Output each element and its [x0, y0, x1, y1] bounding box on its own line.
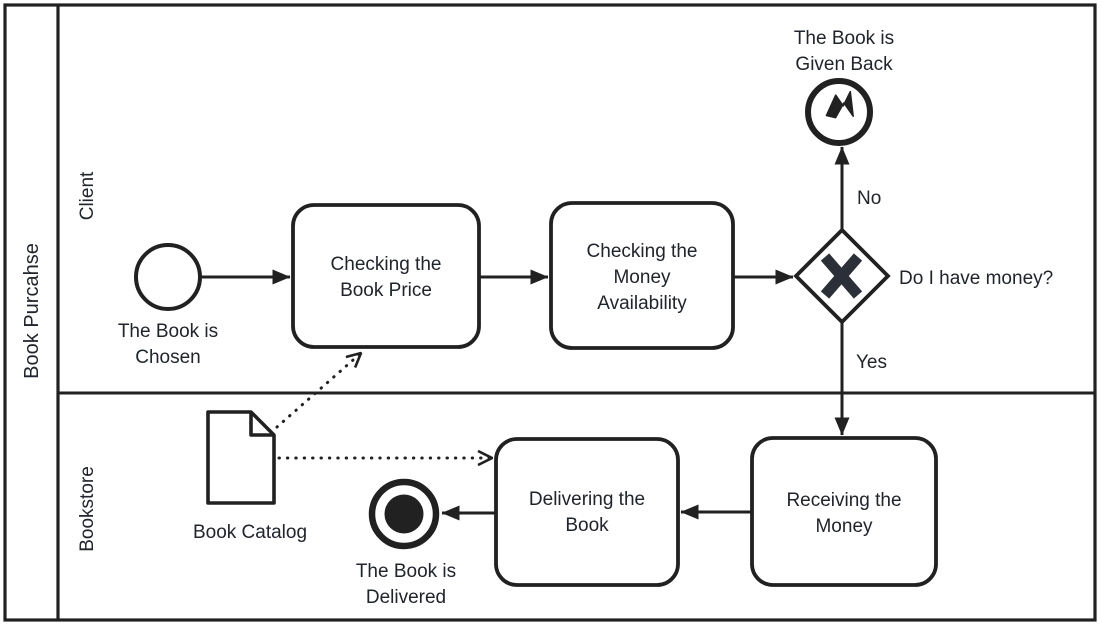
task-check-money-label: Money: [613, 267, 671, 288]
lightning-bolt-icon: [825, 90, 854, 119]
task-check-price-label: Checking the: [331, 254, 442, 275]
start-event[interactable]: [134, 243, 202, 311]
x-exclusive-icon: [820, 253, 863, 299]
terminate-end-event-label: The Book is: [356, 561, 456, 582]
task-deliver-book[interactable]: [494, 437, 680, 587]
association-catalog-to-check-price: [275, 353, 361, 429]
task-check-money[interactable]: [549, 201, 735, 350]
task-check-price-label: Book Price: [340, 280, 432, 301]
document-folded-corner-icon: [249, 412, 274, 437]
task-check-money-label: Availability: [597, 293, 687, 314]
pool-title: Book Purcahse: [21, 243, 43, 379]
start-event-label: Chosen: [135, 347, 201, 368]
start-event-label: The Book is: [118, 321, 218, 342]
task-deliver-book-label: Book: [565, 515, 609, 536]
gateway-branch-yes-label: Yes: [856, 352, 887, 373]
task-receive-money[interactable]: [750, 436, 938, 587]
lane-client-label: Client: [77, 171, 98, 220]
lane-bookstore-label: Bookstore: [77, 466, 98, 552]
error-end-event-label: The Book is: [794, 28, 894, 49]
gateway-branch-no-label: No: [857, 188, 881, 209]
error-end-event-label: Given Back: [795, 54, 893, 75]
data-object-label: Book Catalog: [193, 522, 307, 543]
filled-circle-icon: [384, 494, 424, 534]
data-object-book-catalog[interactable]: [206, 410, 276, 505]
task-check-price[interactable]: [291, 203, 481, 349]
task-deliver-book-label: Delivering the: [529, 489, 645, 510]
terminate-end-event-label: Delivered: [366, 587, 446, 608]
gateway-question-label: Do I have money?: [899, 268, 1053, 289]
task-check-money-label: Checking the: [587, 241, 698, 262]
task-receive-money-label: Receiving the: [786, 490, 901, 511]
task-receive-money-label: Money: [815, 516, 873, 537]
